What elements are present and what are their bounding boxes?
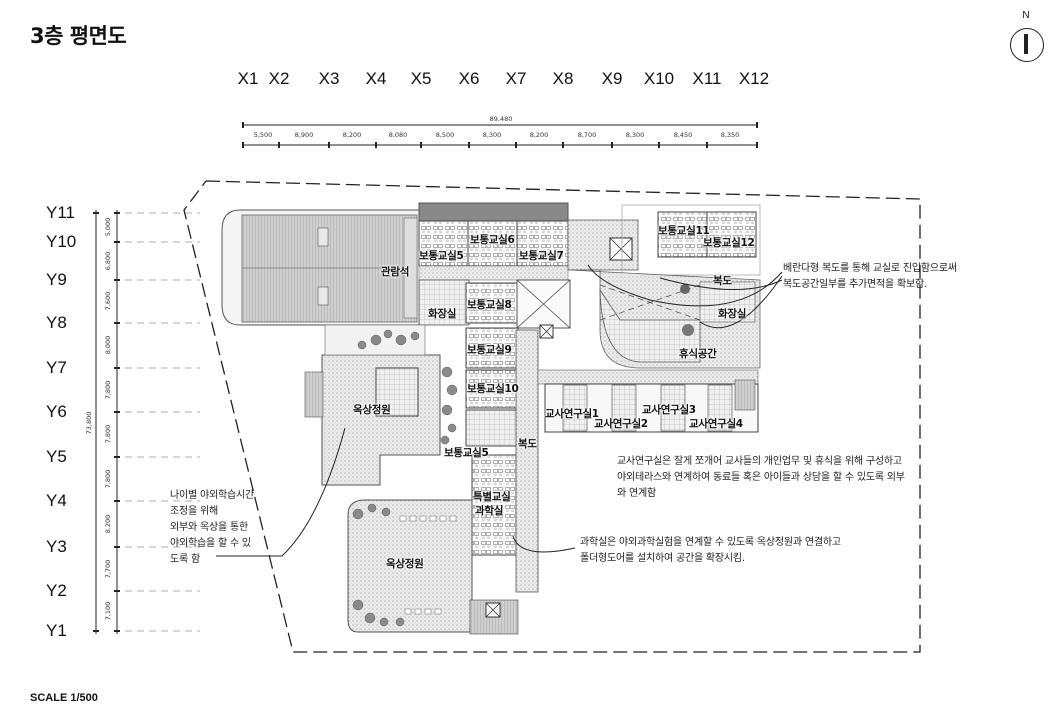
room-label: 교사연구실2 [594, 418, 648, 430]
compass-icon [1010, 28, 1044, 62]
room-label: 보통교실10 [467, 383, 519, 395]
note-line: 나이별 야외학습시간 [170, 490, 254, 501]
grid-x-label: X2 [268, 69, 290, 88]
grid-x-label: X9 [601, 69, 623, 88]
room-label: 보통교실5 [419, 250, 464, 262]
grid-x-span: 8,450 [673, 131, 693, 139]
grid-x-label: X3 [318, 69, 340, 88]
site-boundary [183, 180, 921, 653]
leader-lines [216, 264, 783, 557]
room-label: 보통교실12 [703, 237, 755, 249]
room-label: 복도 [713, 275, 732, 287]
room-label: 옥상정원 [386, 558, 424, 570]
grid-y-label: Y10 [46, 232, 77, 251]
page-title: 3층 평면도 [30, 24, 127, 48]
note-line: 과학실은 야외과학실험을 연계할 수 있도록 옥상정원과 연결하고 [580, 537, 841, 548]
rooftop-garden-upper [304, 324, 458, 486]
grid-y-label: Y5 [46, 447, 67, 466]
note-line: 야외테라스와 연계하여 동료들 혹은 아이들과 상담을 할 수 있도록 외부 [617, 472, 905, 483]
classroom-column [418, 279, 571, 593]
note-line: 교사연구실은 잘게 쪼개어 교사들의 개인업무 및 휴식을 위해 구성하고 [617, 456, 902, 467]
grid-x-total: 89,480 [489, 115, 513, 123]
grid-y-label: Y6 [46, 402, 67, 421]
scale-label: SCALE 1/500 [30, 692, 98, 704]
grid-x-label: X11 [692, 69, 722, 88]
seating-area [221, 209, 421, 326]
room-label: 교사연구실1 [545, 408, 599, 420]
grid-y-label: Y2 [46, 581, 67, 600]
room-label: 복도 [518, 438, 537, 450]
room-label: 보통교실9 [467, 344, 512, 356]
grid-x-span: 5,500 [253, 131, 273, 139]
room-label: 보통교실5 [444, 447, 489, 459]
grid-y-label: Y1 [46, 621, 67, 640]
grid-x-label: X12 [738, 69, 770, 88]
x-dimension-lines [242, 122, 758, 148]
room-label: 보통교실11 [658, 225, 710, 237]
grid-x-span: 8,350 [720, 131, 740, 139]
room-label: 과학실 [475, 505, 504, 517]
grid-x-span: 8,300 [625, 131, 645, 139]
grid-x-label: X5 [410, 69, 432, 88]
note-line: 복도공간일부를 추가면적을 확보함. [783, 279, 927, 290]
grid-x-span: 8,080 [388, 131, 408, 139]
note-teacher-office: 교사연구실은 잘게 쪼개어 교사들의 개인업무 및 휴식을 위해 구성하고 야외… [617, 454, 905, 502]
grid-y-label: Y9 [46, 270, 67, 289]
note-veranda: 베란다형 복도를 통해 교실로 진입함으로써 복도공간일부를 추가면적을 확보함… [783, 261, 957, 293]
room-label: 교사연구실4 [689, 418, 743, 430]
rooftop-garden-lower [347, 499, 519, 635]
north-arrow: N [1008, 10, 1044, 66]
room-label: 휴식공간 [679, 348, 717, 360]
y-dimension-lines [93, 210, 200, 634]
grid-x-label: X1 [237, 69, 259, 88]
note-line: 도록 함 [170, 554, 200, 565]
room-label: 옥상정원 [353, 404, 391, 416]
note-line: 와 연계함 [617, 488, 656, 499]
room-label: 보통교실8 [467, 299, 512, 311]
grid-x-label: X8 [552, 69, 574, 88]
grid-x-span: 8,200 [529, 131, 549, 139]
room-label: 관람석 [381, 266, 410, 278]
grid-y-label: Y11 [46, 203, 75, 222]
grid-x-span: 8,700 [577, 131, 597, 139]
note-line: 조정을 위해 [170, 506, 218, 517]
note-outdoor: 나이별 야외학습시간 조정을 위해 외부와 옥상을 통한 야외학습을 할 수 있… [170, 488, 254, 568]
grid-y-label: Y8 [46, 313, 67, 332]
classroom-block-top [418, 202, 761, 281]
grid-x-span: 8,300 [482, 131, 502, 139]
grid-x-label: X10 [643, 69, 675, 88]
room-label: 화장실 [718, 308, 747, 320]
teacher-offices [537, 369, 759, 433]
grid-x-label: X4 [365, 69, 387, 88]
room-label: 보통교실7 [519, 250, 564, 262]
grid-x-label: X6 [458, 69, 480, 88]
grid-y-label: Y4 [46, 491, 67, 510]
room-label: 특별교실 [473, 491, 511, 503]
note-science: 과학실은 야외과학실험을 연계할 수 있도록 옥상정원과 연결하고 폴더형도어를… [580, 535, 841, 567]
note-line: 베란다형 복도를 통해 교실로 진입함으로써 [783, 263, 957, 274]
room-label: 보통교실6 [470, 234, 515, 246]
north-label: N [1022, 10, 1030, 21]
note-line: 외부와 옥상을 통한 [170, 522, 248, 533]
rest-space-block [569, 269, 761, 369]
grid-x-span: 8,200 [342, 131, 362, 139]
room-label: 화장실 [428, 308, 457, 320]
grid-x-span: 8,500 [435, 131, 455, 139]
note-line: 야외학습을 할 수 있 [170, 538, 251, 549]
grid-x-label: X7 [505, 69, 527, 88]
grid-y-label: Y3 [46, 537, 67, 556]
grid-y-label: Y7 [46, 358, 67, 377]
grid-x-span: 8,900 [294, 131, 314, 139]
note-line: 폴더형도어를 설치하여 공간을 확장시킴. [580, 553, 745, 564]
room-label: 교사연구실3 [642, 404, 696, 416]
